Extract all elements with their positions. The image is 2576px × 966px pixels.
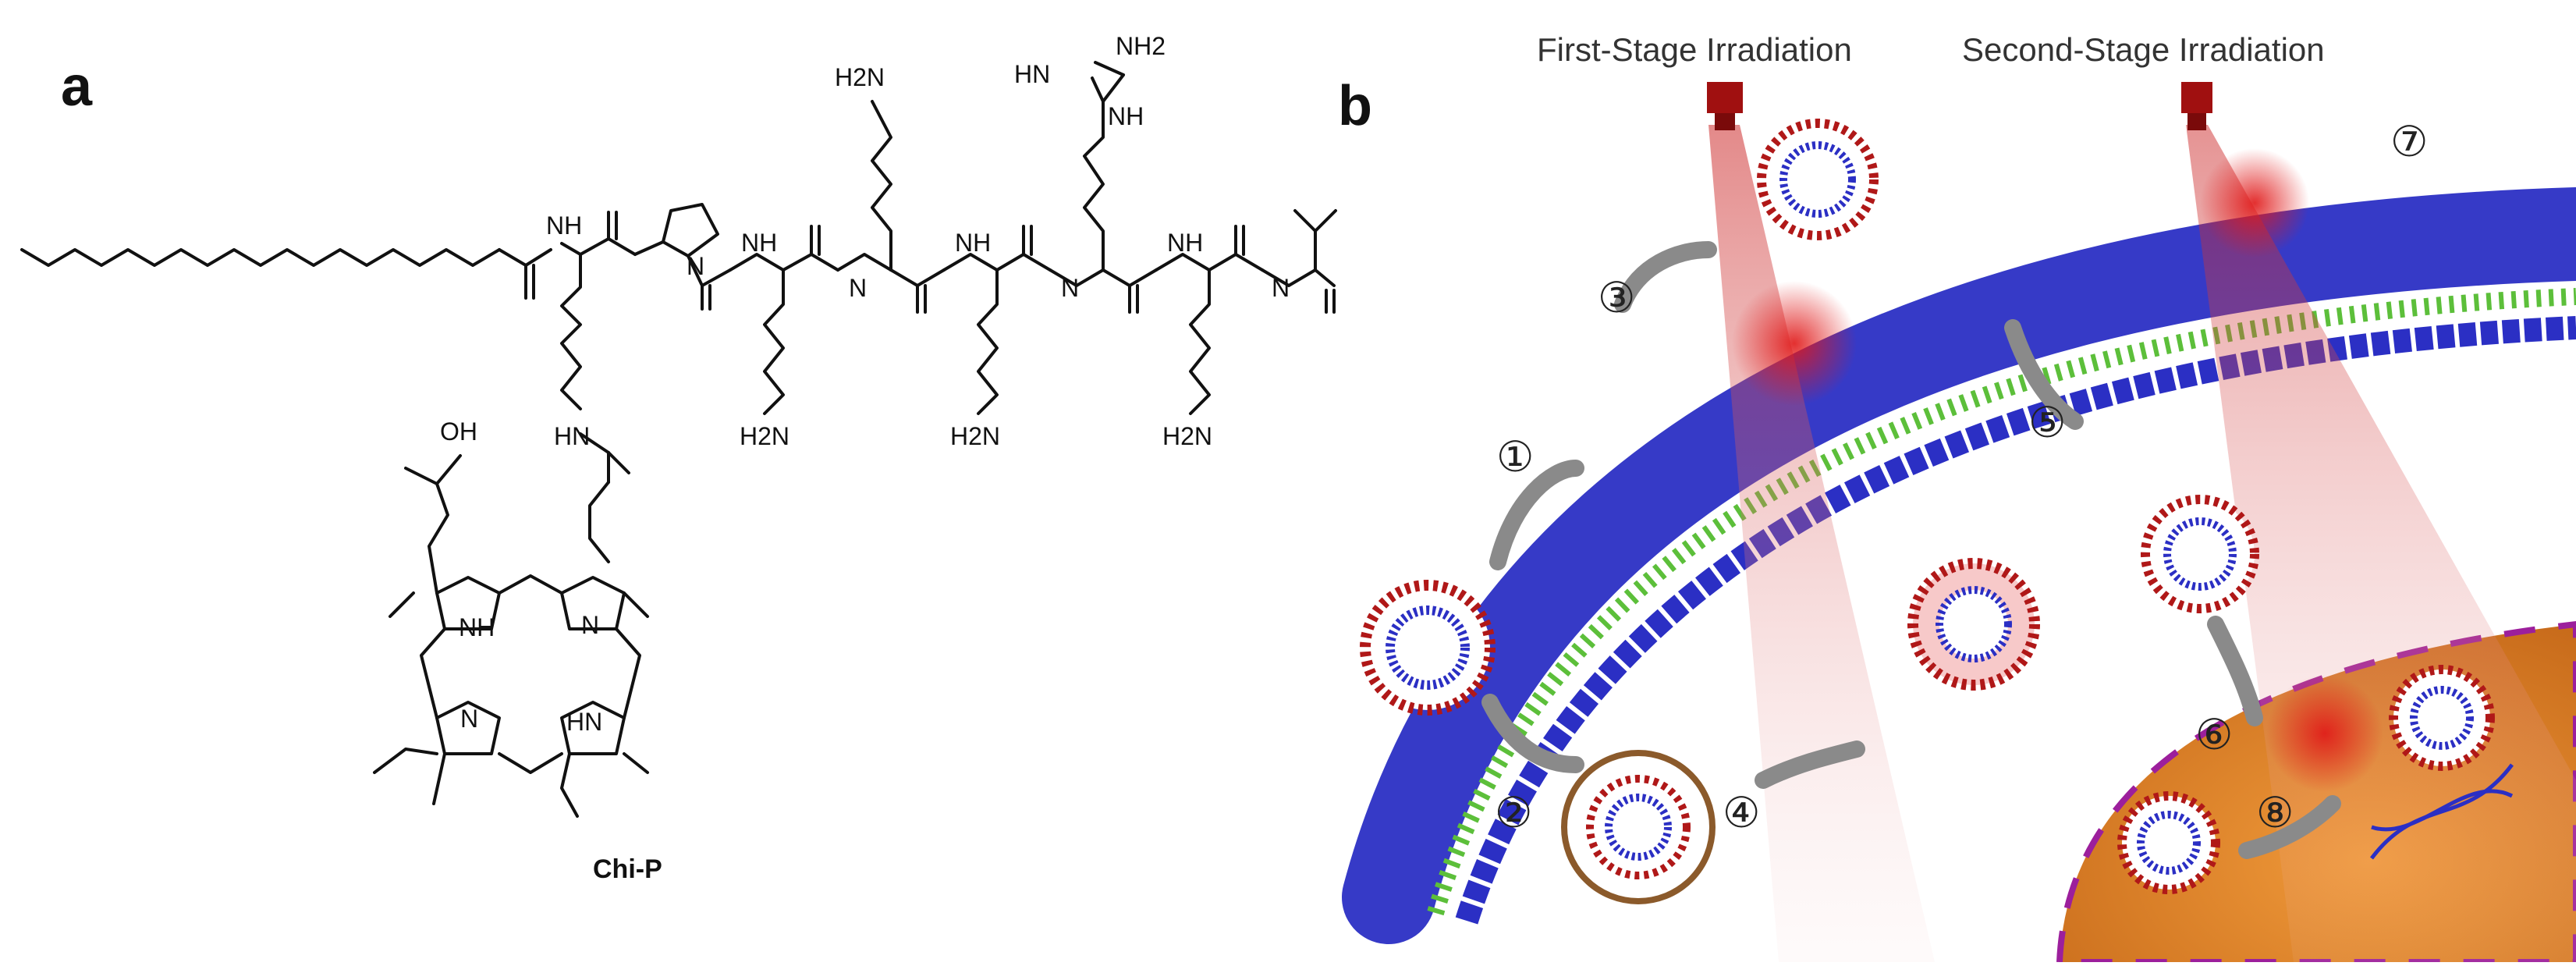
pyrrole-ring-3 bbox=[435, 701, 501, 755]
step-1: ① bbox=[1496, 434, 1534, 481]
vesicle-4 bbox=[1907, 558, 2040, 691]
alkyl-chain bbox=[20, 248, 501, 267]
label-guanidine-nh2: NH2 bbox=[1116, 32, 1166, 60]
schematic-panel: First-Stage Irradiation Second-Stage Irr… bbox=[1342, 0, 2576, 965]
step-6: ⑥ bbox=[2195, 712, 2233, 758]
dna-icon bbox=[2370, 763, 2514, 860]
burst-2 bbox=[2200, 148, 2309, 257]
vesicle-3 bbox=[1561, 750, 1716, 904]
burst-1 bbox=[1732, 281, 1857, 406]
step-8: ⑧ bbox=[2256, 790, 2294, 836]
pyrrole-ring-1 bbox=[435, 576, 501, 630]
label-n-7: N bbox=[1272, 274, 1290, 302]
process-arrows bbox=[1481, 241, 2341, 859]
label-h2n-2: H2N bbox=[950, 422, 1000, 450]
label-n-3: N bbox=[849, 274, 867, 302]
label-n-pro: N bbox=[687, 252, 704, 280]
pyrrole-ring-2 bbox=[560, 576, 626, 630]
step-5: ⑤ bbox=[2028, 400, 2066, 446]
label-porphyrin-oh: OH bbox=[440, 417, 477, 446]
label-nh-1: NH bbox=[546, 211, 582, 240]
laser-icon-2 bbox=[2181, 82, 2212, 130]
step-4: ④ bbox=[1723, 790, 1760, 836]
chi-p-structure: NH N NH N NH N NH N H2N NH2 HN NH H2N H2… bbox=[20, 32, 1395, 884]
second-stage-title: Second-Stage Irradiation bbox=[1962, 31, 2325, 68]
step-3: ③ bbox=[1598, 275, 1635, 321]
step-7: ⑦ bbox=[2390, 119, 2428, 165]
label-porphyrin-n1: N bbox=[581, 611, 599, 639]
vesicle-6 bbox=[2117, 791, 2220, 894]
vesicle-2 bbox=[1757, 119, 1879, 240]
label-guanidine-hn: HN bbox=[1014, 60, 1050, 88]
panel-label-b: b bbox=[1338, 75, 1372, 137]
first-stage-title: First-Stage Irradiation bbox=[1537, 31, 1852, 68]
compound-name: Chi-P bbox=[593, 854, 662, 884]
label-h2n-3: H2N bbox=[1162, 422, 1212, 450]
vesicle-1 bbox=[1360, 580, 1496, 716]
laser-icon-1 bbox=[1707, 82, 1743, 130]
label-n-5: N bbox=[1061, 274, 1079, 302]
label-nh-6: NH bbox=[1167, 229, 1203, 257]
label-porphyrin-nh: NH bbox=[459, 613, 495, 641]
label-hn-linker: HN bbox=[554, 422, 590, 450]
label-guanidine-nh: NH bbox=[1108, 102, 1144, 130]
burst-3 bbox=[2266, 675, 2383, 792]
label-porphyrin-n2: N bbox=[460, 705, 478, 733]
label-h2n-top: H2N bbox=[835, 63, 885, 91]
label-h2n-1: H2N bbox=[740, 422, 789, 450]
membrane-tails bbox=[1427, 288, 2576, 916]
panel-label-a: a bbox=[61, 55, 93, 118]
step-2: ② bbox=[1495, 790, 1532, 836]
label-nh-2: NH bbox=[741, 229, 777, 257]
label-nh-4: NH bbox=[955, 229, 991, 257]
irradiation-schematic: First-Stage Irradiation Second-Stage Irr… bbox=[1342, 31, 2576, 965]
pyrrole-ring-4 bbox=[560, 701, 626, 755]
label-porphyrin-hn: HN bbox=[566, 708, 602, 736]
vesicle-7 bbox=[2389, 665, 2495, 771]
vesicle-5 bbox=[2141, 495, 2259, 613]
chemical-structure-panel: NH N NH N NH N NH N H2N NH2 HN NH H2N H2… bbox=[20, 32, 1395, 884]
